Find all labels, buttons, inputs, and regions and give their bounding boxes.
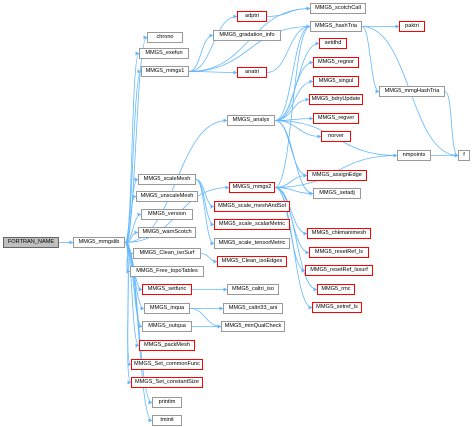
node-mmg5-scalemesh[interactable]: MMG5_scaleMesh (138, 174, 196, 185)
edge-mmgs-mmgs1-to-adptri (188, 14, 238, 72)
node-mmg5-scale-meshandsol[interactable]: MMG5_scale_meshAndSol (214, 201, 290, 212)
node-mmgs-mmgs2[interactable]: MMGS_mmgs2 (229, 182, 275, 193)
node-mmgs-mmgs1[interactable]: MMGS_mmgs1 (141, 66, 189, 77)
node-mmg5-caltri-iso[interactable]: MMG5_caltri_iso (227, 284, 279, 295)
edge-mmgs-mmgslib-to-mmgs-version (124, 212, 142, 243)
node-mmg5-bdryupdate[interactable]: MMG5_bdryUpdate (309, 94, 363, 105)
edge-mmgs-analys-to-mmgs-singul (274, 79, 314, 121)
node-nmpoints[interactable]: nmpoints (397, 150, 431, 161)
node-mmg5-gradation-info[interactable]: MMG5_gradation_info (213, 30, 281, 41)
node-f[interactable]: f (458, 150, 470, 161)
edge-mmgs-mmgs2-to-mmgs-setref-ls (274, 187, 313, 310)
node-mmg5-clean-isoedges[interactable]: MMG5_Clean_isoEdges (217, 256, 287, 267)
node-norver[interactable]: norver (321, 131, 351, 142)
node-mmgs-hashtria[interactable]: MMGS_hashTria (310, 21, 362, 32)
node-mmg5-rmc[interactable]: MMG5_rmc (317, 284, 355, 295)
edge-mmgs-clean-isosurf-to-mmgs-clean-isoedges (200, 253, 218, 264)
node-anatri[interactable]: anatri (237, 67, 267, 78)
edge-mmgs-mmgslib-to-chrono (124, 35, 148, 243)
edge-mmgs-scalemesh-to-mmgs-scale-scalarmetric (195, 179, 215, 227)
edge-mmgs-hashtria-to-mmgs-mmghashtria (361, 26, 380, 94)
node-mmgs-setadj[interactable]: MMGS_setadj (313, 188, 361, 199)
node-setdhd[interactable]: setdhd (319, 38, 347, 49)
edge-mmgs-mmgslib-to-mmgs-set-constantsize (124, 242, 132, 385)
node-mmgs-packmesh[interactable]: MMGS_packMesh (139, 340, 195, 351)
node-mmgs-set-commonfunc[interactable]: MMGS_Set_commonFunc (131, 359, 203, 370)
node-mmgs-regver[interactable]: MMGS_regver (313, 113, 359, 124)
node-mmg5-caltri33-ani[interactable]: MMG5_caltri33_ani (223, 303, 283, 314)
edge-mmgs-analys-to-setadj (274, 120, 314, 196)
node-mmg5-resetref-ls[interactable]: MMG5_resetRef_ls (309, 247, 369, 258)
node-mmg5-unscalemesh[interactable]: MMG5_unscaleMesh (136, 191, 198, 202)
node-mmg5-scale-scalarmetric[interactable]: MMG5_scale_scalarMetric (214, 219, 290, 230)
edge-mmgs-analys-to-mmgs-hashtria (274, 24, 311, 121)
edge-mmgs-mmghashtria-to-f-fn (444, 91, 459, 158)
edge-mmgs-analys-to-mmgs-assignedge (274, 120, 308, 178)
node-mmgs-set-constantsize[interactable]: MMGS_Set_constantSize (131, 377, 203, 388)
node-mmgs-analys[interactable]: MMGS_analys (227, 115, 275, 126)
edge-mmgs-mmgslib-to-mmgs-exefun (124, 51, 140, 243)
node-adptri[interactable]: adptri (237, 11, 267, 22)
node-mmg5-mmgslib[interactable]: MMG5_mmgslib (73, 237, 125, 248)
node-mmg5-scale-tensormetric[interactable]: MMG5_scale_tensorMetric (214, 238, 290, 249)
node-mmgs-assignedge[interactable]: MMGS_assignEdge (307, 170, 367, 181)
node-mmgs-outqua[interactable]: MMGS_outqua (142, 321, 192, 332)
node-mmgs-exefun[interactable]: MMGS_exefun (139, 48, 189, 59)
node-mmg5-scotchcall[interactable]: MMG5_scotchCall (310, 3, 366, 14)
edge-mmgs-mmgs2-to-mmgs-hashtria (274, 24, 311, 188)
edge-mmgs-mmgslib-to-tminit (124, 242, 153, 423)
node-mmgs-setref-ls[interactable]: MMGS_setref_ls (312, 302, 362, 313)
edge-mmgs-mmgs1-to-mmgs-hashtria (188, 24, 311, 72)
node-mmg5-resetref-lssurf[interactable]: MMG5_resetRef_lssurf (305, 265, 373, 276)
edge-mmgs-mmgslib-to-mmgs-mmgs1 (124, 69, 142, 243)
node-mmg5-chkmanimesh[interactable]: MMG5_chkmanimesh (307, 228, 371, 239)
edge-adptri-to-mmgs-scotchcall (266, 6, 311, 17)
node-paktri[interactable]: paktri (399, 21, 425, 32)
edge-mmgs-mmgs2-to-mmgs-rmc (274, 187, 318, 292)
edge-mmgs-mmgs1-to-mmgs-gradation-info (188, 33, 214, 72)
node-mmg5-warnscotch[interactable]: MMG5_warnScotch (138, 227, 196, 238)
node-fortran-name: FORTRAN_NAME (3, 237, 59, 248)
node-mmg5-version[interactable]: MMG5_version (141, 209, 193, 220)
node-mmg5-mmghashtria[interactable]: MMG5_mmgHashTria (379, 86, 445, 97)
node-printim[interactable]: printim (152, 397, 182, 408)
node-chrono[interactable]: chrono (147, 32, 183, 43)
node-mmgs-setfunc[interactable]: MMGS_setfunc (142, 284, 192, 295)
edge-mmgs-inqua-to-mmgs-minqualcheck (189, 308, 222, 329)
node-mmg5-clean-isosurf[interactable]: MMG5_Clean_isoSurf (133, 248, 201, 259)
edge-mmgs-scalemesh-to-mmgs-scale-tensormetric (195, 179, 215, 246)
node-mmg5-regnor[interactable]: MMG5_regnor (313, 57, 359, 68)
edge-anatri-to-mmgs-hashtria (266, 24, 311, 73)
edge-mmgs-mmgs2-to-mmgs-assignedge (274, 173, 308, 188)
node-mmg5-free-topotables[interactable]: MMG5_Free_topoTables (130, 266, 204, 277)
node-mmg5-minqualcheck[interactable]: MMG5_minQualCheck (221, 321, 285, 332)
node-tminit[interactable]: tminit (152, 415, 182, 426)
edge-mmgs-mmgslib-to-mmgs-unscalemesh (124, 194, 137, 243)
node-mmg5-singul[interactable]: MMG5_singul (313, 76, 359, 87)
node-mmgs-inqua[interactable]: MMGS_inqua (144, 303, 190, 314)
